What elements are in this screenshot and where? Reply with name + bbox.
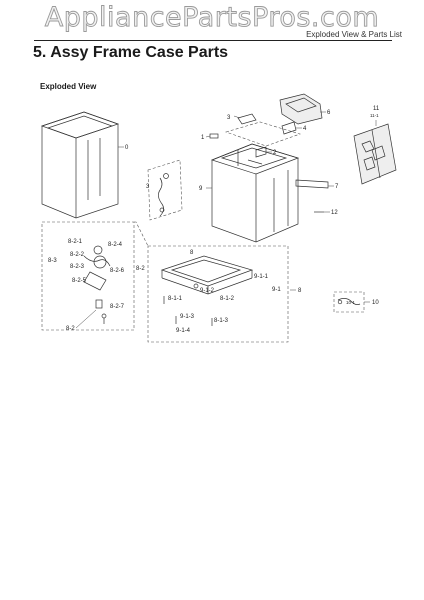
callout-8: 8 <box>298 288 302 294</box>
callout-8-1-3: 8-1-3 <box>214 318 229 324</box>
header-right-label: Exploded View & Parts List <box>306 30 402 39</box>
callout-8-2-7: 8-2-7 <box>110 304 125 310</box>
callout-8-3: 8-3 <box>48 258 57 264</box>
callout-11-1: 11-1 <box>370 113 379 118</box>
part-cabinet <box>40 111 120 219</box>
callout-11: 11 <box>373 106 380 112</box>
callout-3: 3 <box>227 115 231 121</box>
watermark: AppliancePartsPros.com <box>44 2 380 34</box>
callout-1: 1 <box>201 135 205 141</box>
callout-8-2-6: 8-2-6 <box>110 268 125 274</box>
part-hose-assembly <box>333 291 370 313</box>
group-box-8-1 <box>147 245 289 343</box>
leader-8-2-bottom <box>75 309 97 329</box>
group-connector <box>134 221 149 247</box>
callout-8-2-1: 8-2-1 <box>68 239 83 245</box>
callout-8-2-3: 8-2-3 <box>70 264 85 270</box>
callout-9-1-1: 9-1-1 <box>254 274 269 280</box>
part-hinge <box>205 133 219 139</box>
view-label: Exploded View <box>40 82 97 91</box>
part-top-bracket <box>225 113 301 147</box>
section-title: 5. Assy Frame Case Parts <box>33 44 229 61</box>
callout-10: 10 <box>372 300 379 306</box>
callout-8-2-5: 8-2-5 <box>72 278 87 284</box>
callout-0: 0 <box>125 145 129 151</box>
callout-3-left: 3 <box>146 184 150 190</box>
callout-8-2-bottom: 8-2 <box>66 326 75 332</box>
part-clip <box>281 121 302 135</box>
callout-9-1-2: 9-1-2 <box>200 288 215 294</box>
callout-8-1-1: 8-1-1 <box>168 296 183 302</box>
part-rear-top-cover <box>279 93 326 125</box>
part-wire-bracket <box>147 159 183 221</box>
callout-8-2: 8-2 <box>136 266 145 272</box>
part-base-frame <box>160 255 254 326</box>
part-frame-case <box>210 143 300 243</box>
callout-4: 4 <box>303 126 307 132</box>
callout-9-1: 9-1 <box>272 287 281 293</box>
part-rear-panel <box>353 120 397 185</box>
part-bracket-2 <box>255 146 272 158</box>
callout-10-1: 10-1 <box>346 300 356 305</box>
part-pump-assembly <box>83 245 111 324</box>
callout-9-1-3: 9-1-3 <box>180 314 195 320</box>
header-rule <box>34 40 392 41</box>
callout-8-2-4: 8-2-4 <box>108 242 123 248</box>
callout-7: 7 <box>335 184 339 190</box>
callout-8-top: 8 <box>190 250 194 256</box>
callout-9-1-4: 9-1-4 <box>176 328 191 334</box>
callout-9: 9 <box>199 186 203 192</box>
callout-8-2-2: 8-2-2 <box>70 252 85 258</box>
part-side-rail <box>295 179 334 189</box>
group-box-8-2 <box>41 221 135 331</box>
callout-6: 6 <box>327 110 331 116</box>
callout-12: 12 <box>331 210 338 216</box>
callout-2: 2 <box>273 150 277 156</box>
callout-8-1-2: 8-1-2 <box>220 296 235 302</box>
